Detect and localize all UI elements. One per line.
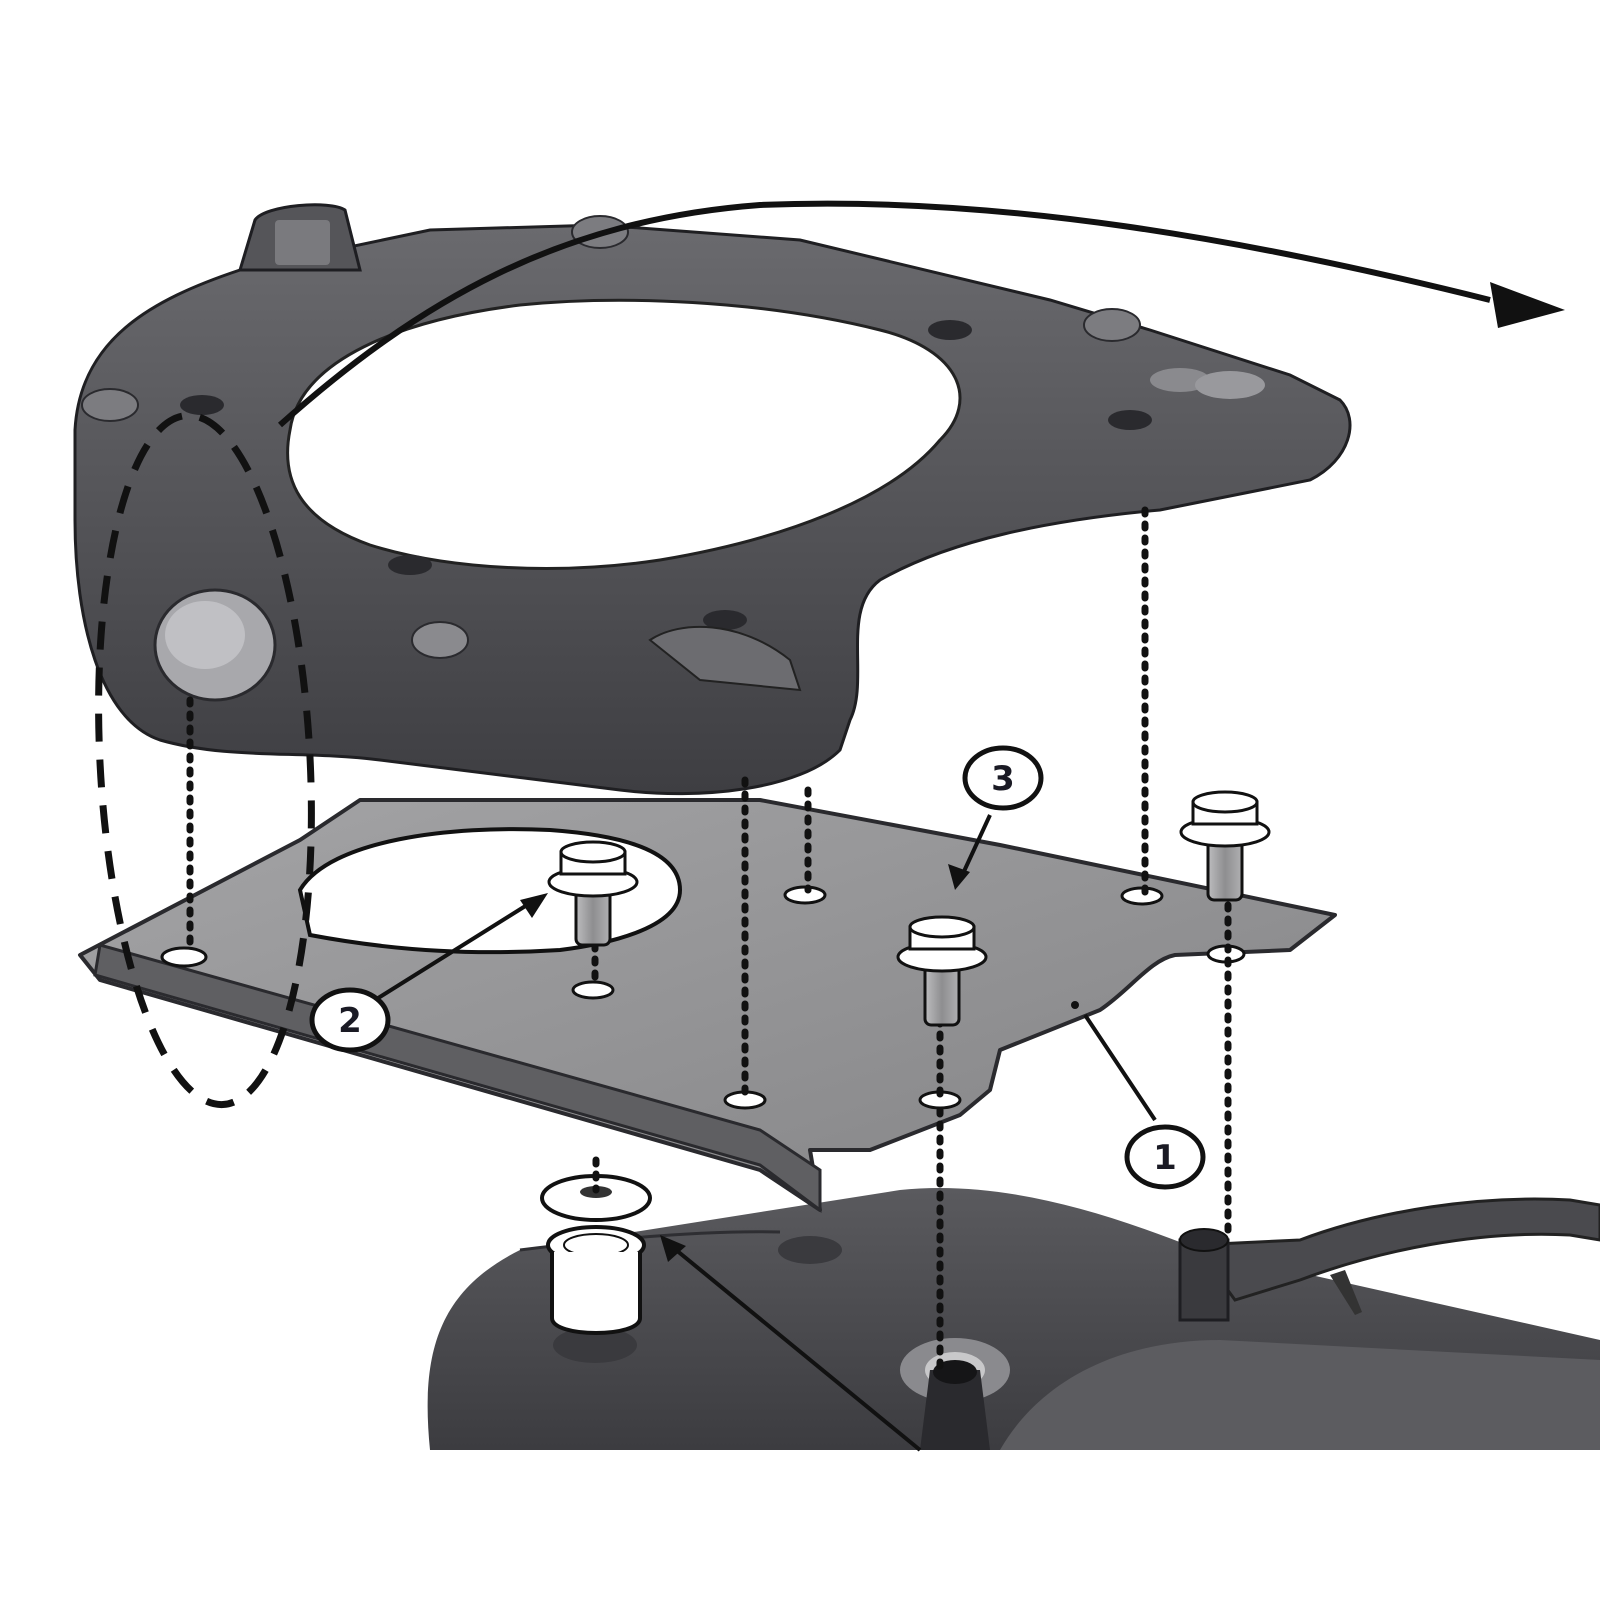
leader-arrowhead-icon <box>520 893 548 918</box>
front-mount-socket <box>553 1327 637 1363</box>
dashed-highlight-ellipse <box>95 411 315 1109</box>
rotation-arrow <box>278 200 1565 428</box>
callout-1: 1 <box>1124 1124 1206 1190</box>
callout-2: 2 <box>309 987 391 1053</box>
callout-3: 3 <box>962 745 1044 811</box>
leader-lines <box>373 814 1157 1452</box>
callout-label: 1 <box>1153 1138 1177 1178</box>
callout-label: 2 <box>338 1001 362 1041</box>
plate-hole <box>571 980 615 1000</box>
top-rack-base <box>73 203 1352 796</box>
plate-hole <box>160 946 208 968</box>
flange-bolt <box>896 915 988 1027</box>
arrowhead-icon <box>1490 282 1565 328</box>
rack-opening <box>286 298 962 570</box>
motorcycle-rear-seat <box>427 1188 1600 1450</box>
grab-rail <box>1178 1197 1600 1322</box>
bottom-margin <box>0 1452 1600 1600</box>
seat-boss <box>778 1236 842 1264</box>
alignment-lines <box>186 506 1232 1374</box>
leader-arrowhead-icon <box>948 864 970 890</box>
spacer-bushing <box>540 1174 652 1335</box>
leader-arrowhead-icon <box>660 1235 686 1262</box>
callout-label: 3 <box>991 759 1015 799</box>
flange-bolt <box>1179 790 1271 902</box>
flange-bolt <box>547 840 639 947</box>
